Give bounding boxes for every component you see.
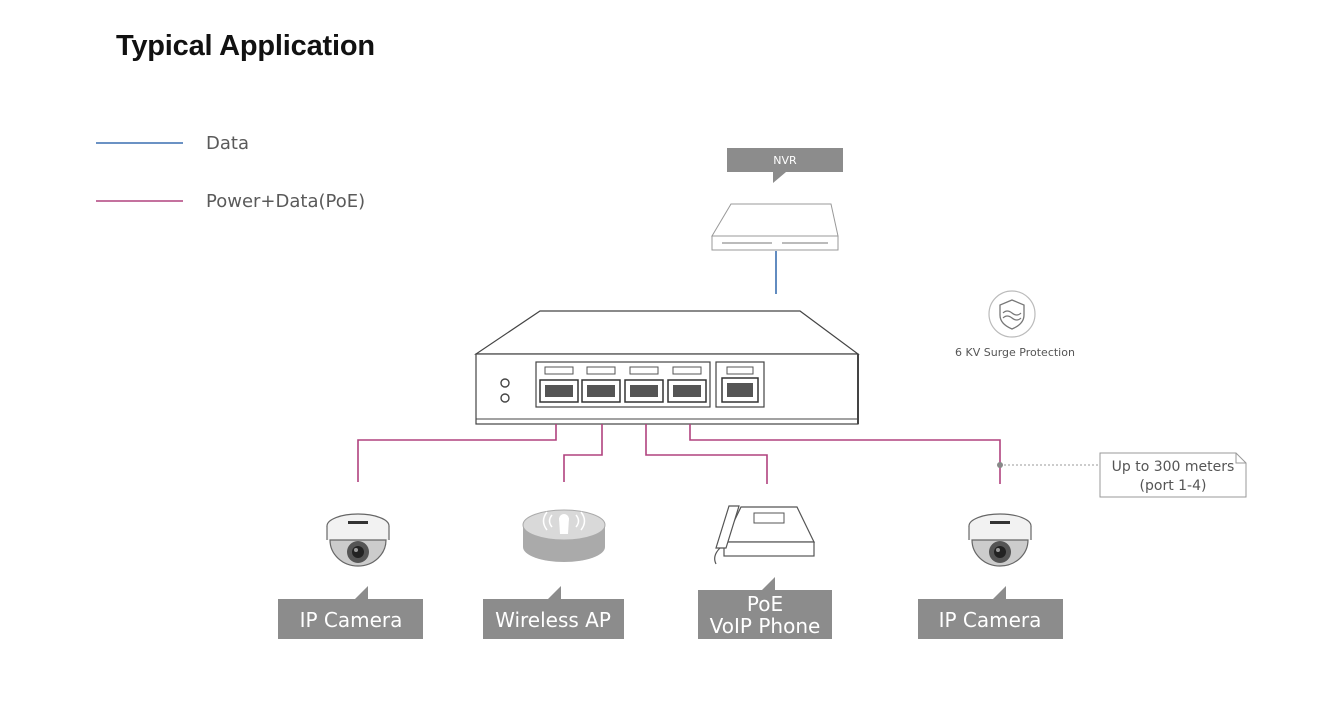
- dome-camera-icon: [326, 513, 390, 567]
- poe-switch-icon: [474, 310, 860, 425]
- poe-link-voip: [645, 424, 768, 484]
- led-indicator: [500, 378, 510, 388]
- surge-label: 6 KV Surge Protection: [955, 346, 1075, 359]
- device-label-ip-camera-2: IP Camera: [918, 586, 1063, 639]
- nvr-callout: NVR: [727, 148, 843, 183]
- shield-wave-icon: [988, 290, 1036, 338]
- led-indicator: [500, 393, 510, 403]
- wireless-ap-icon: [522, 509, 606, 562]
- poe-port-1: [539, 366, 579, 403]
- poe-port-4: [667, 366, 707, 403]
- device-label-wireless-ap: Wireless AP: [483, 586, 624, 639]
- poe-port-2: [581, 366, 621, 403]
- poe-links: [357, 424, 1001, 484]
- distance-note: Up to 300 meters (port 1-4): [997, 452, 1247, 498]
- distance-line-1: Up to 300 meters: [1112, 459, 1235, 475]
- surge-protection: 6 KV Surge Protection: [955, 290, 1075, 359]
- svg-text:PoE: PoE: [747, 592, 783, 616]
- poe-link-camera-1: [357, 424, 557, 482]
- legend-poe-label: Power+Data(PoE): [206, 191, 365, 212]
- poe-link-wireless-ap: [563, 424, 603, 482]
- uplink-port: [715, 361, 765, 408]
- device-label-ip-camera-1: IP Camera: [278, 586, 423, 639]
- page-title: Typical Application: [116, 30, 375, 62]
- svg-text:IP Camera: IP Camera: [939, 608, 1042, 632]
- dome-camera-icon: [968, 513, 1032, 567]
- svg-text:VoIP Phone: VoIP Phone: [710, 614, 821, 638]
- svg-text:Wireless AP: Wireless AP: [495, 608, 611, 632]
- nvr-icon: [711, 203, 839, 251]
- poe-port-3: [624, 366, 664, 403]
- legend: Data Power+Data(PoE): [96, 133, 365, 212]
- device-label-voip-phone: PoE VoIP Phone: [698, 577, 832, 639]
- voip-phone-icon: [714, 505, 815, 565]
- distance-line-2: (port 1-4): [1140, 478, 1207, 494]
- nvr-label: NVR: [773, 154, 797, 167]
- poe-link-camera-2: [689, 424, 1001, 484]
- svg-text:IP Camera: IP Camera: [300, 608, 403, 632]
- legend-data-label: Data: [206, 133, 249, 154]
